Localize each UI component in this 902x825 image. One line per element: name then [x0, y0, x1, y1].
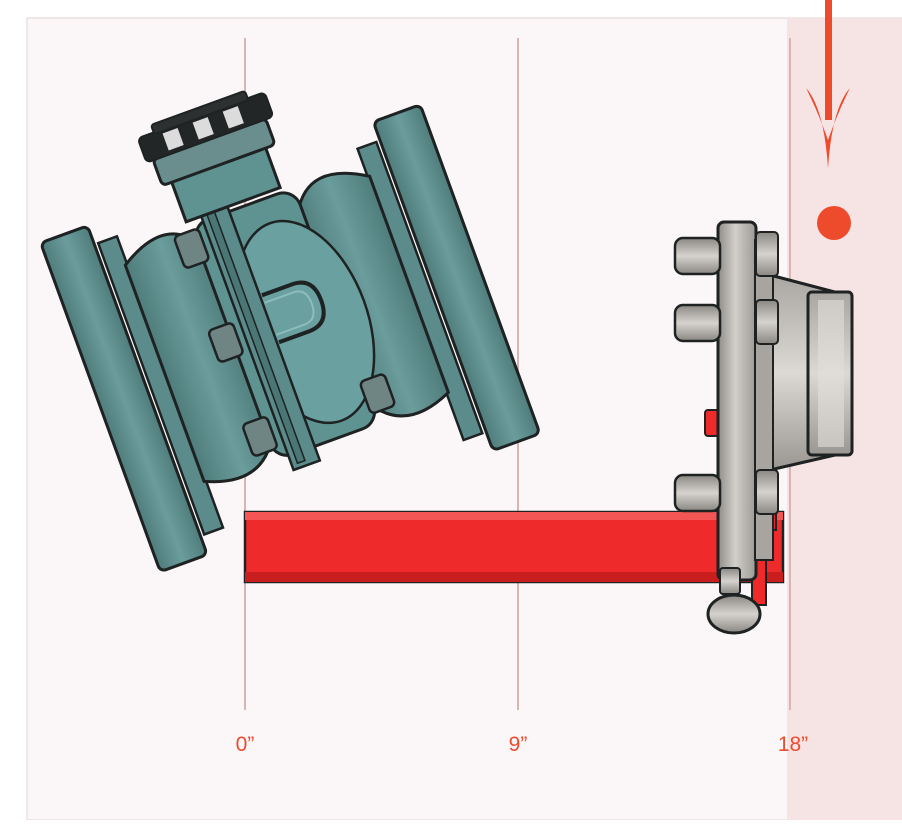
valve-left-flange	[40, 225, 208, 572]
flange-assembly	[673, 220, 854, 635]
bracket-arm	[243, 510, 785, 584]
flange-bolts	[673, 231, 779, 515]
ruler-label-18: 18”	[778, 733, 808, 756]
ball-valve	[40, 90, 540, 572]
target-dot-icon	[817, 206, 851, 240]
ruler-label-0: 0”	[236, 733, 255, 756]
flange-plate	[716, 220, 758, 582]
ruler-label-9: 9”	[509, 733, 528, 756]
thumb-screw-knob	[706, 593, 762, 635]
valve-right-flange	[373, 104, 540, 451]
arrow-down-icon	[806, 0, 850, 168]
valve-bolts	[173, 228, 396, 457]
ruler-labels: 0” 9” 18”	[236, 733, 809, 756]
